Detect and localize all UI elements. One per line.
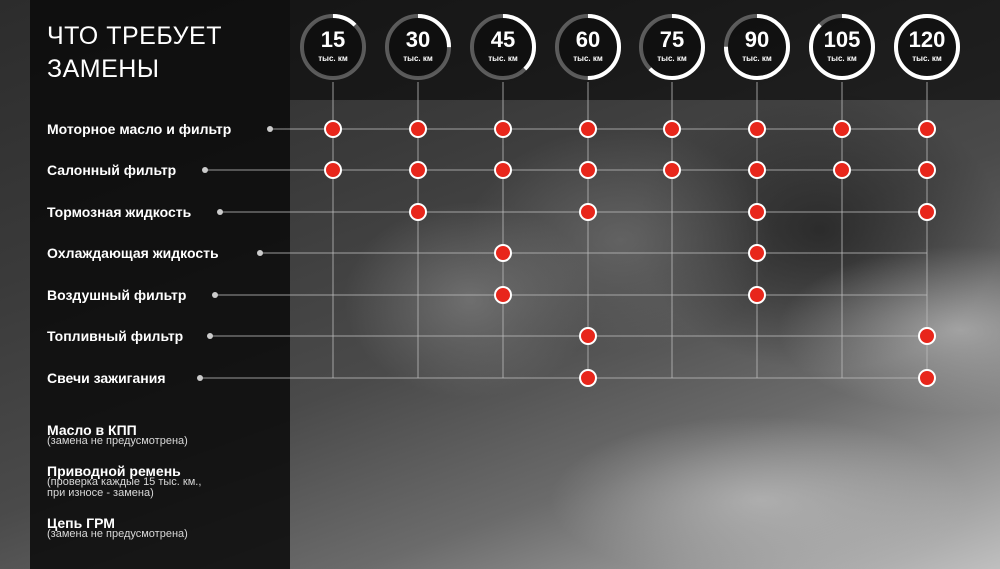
- replacement-marker: [579, 203, 597, 221]
- row-connector-dot: [217, 209, 223, 215]
- milestone-60: 60 тыс. км: [553, 12, 623, 82]
- ring-progress: [639, 14, 705, 80]
- milestone-value: 105: [823, 27, 861, 52]
- milestone-unit: тыс. км: [657, 54, 687, 63]
- row-connector-dot: [197, 375, 203, 381]
- replacement-marker: [494, 244, 512, 262]
- replacement-marker: [748, 244, 766, 262]
- row-connector-dot: [207, 333, 213, 339]
- replacement-marker: [918, 203, 936, 221]
- milestone-unit: тыс. км: [573, 54, 603, 63]
- page-title: ЧТО ТРЕБУЕТ ЗАМЕНЫ: [47, 22, 222, 83]
- progress-ring-icon: [470, 14, 536, 80]
- milestone-45: 45 тыс. км: [468, 12, 538, 82]
- replacement-marker: [748, 161, 766, 179]
- replacement-marker: [918, 369, 936, 387]
- milestone-unit: тыс. км: [827, 54, 857, 63]
- replacement-marker: [409, 161, 427, 179]
- row-label: Салонный фильтр: [47, 162, 177, 178]
- milestone-value: 45: [490, 27, 516, 52]
- left-panel: [30, 0, 290, 569]
- row-connector-dot: [257, 250, 263, 256]
- replacement-marker: [579, 369, 597, 387]
- ring-progress: [470, 14, 536, 80]
- replacement-marker: [748, 286, 766, 304]
- note-title: Масло в КПП: [47, 422, 137, 438]
- progress-ring-icon: [555, 14, 621, 80]
- row-label: Свечи зажигания: [47, 370, 166, 386]
- note-title: Приводной ремень: [47, 463, 181, 479]
- note-subtitle: (замена не предусмотрена): [47, 528, 188, 540]
- replacement-marker: [579, 327, 597, 345]
- row-connector-dot: [202, 167, 208, 173]
- replacement-marker: [409, 120, 427, 138]
- row-label: Воздушный фильтр: [47, 287, 187, 303]
- milestone-75: 75 тыс. км: [637, 12, 707, 82]
- progress-ring-icon: [724, 14, 790, 80]
- ring-progress: [809, 14, 875, 80]
- progress-ring-icon: [639, 14, 705, 80]
- milestone-30: 30 тыс. км: [383, 12, 453, 82]
- milestone-value: 120: [908, 27, 946, 52]
- milestone-unit: тыс. км: [403, 54, 433, 63]
- milestone-value: 15: [320, 27, 346, 52]
- row-connector-dot: [212, 292, 218, 298]
- replacement-marker: [494, 120, 512, 138]
- ring-progress: [385, 14, 451, 80]
- replacement-marker: [324, 161, 342, 179]
- milestone-105: 105 тыс. км: [807, 12, 877, 82]
- milestone-value: 75: [659, 27, 685, 52]
- milestone-unit: тыс. км: [318, 54, 348, 63]
- ring-progress: [300, 14, 366, 80]
- ring-progress: [724, 14, 790, 80]
- replacement-marker: [918, 120, 936, 138]
- ring-progress: [555, 14, 621, 80]
- replacement-marker: [833, 120, 851, 138]
- replacement-marker: [494, 161, 512, 179]
- milestone-15: 15 тыс. км: [298, 12, 368, 82]
- replacement-marker: [663, 161, 681, 179]
- progress-ring-icon: [809, 14, 875, 80]
- milestone-unit: тыс. км: [912, 54, 942, 63]
- replacement-marker: [833, 161, 851, 179]
- milestone-unit: тыс. км: [742, 54, 772, 63]
- progress-ring-icon: [894, 14, 960, 80]
- replacement-marker: [918, 161, 936, 179]
- row-label: Топливный фильтр: [47, 328, 184, 344]
- note-subtitle: (проверка каждые 15 тыс. км., при износе…: [47, 476, 202, 499]
- note-subtitle: (замена не предусмотрена): [47, 435, 188, 447]
- progress-ring-icon: [300, 14, 366, 80]
- progress-ring-icon: [385, 14, 451, 80]
- milestone-value: 60: [575, 27, 601, 52]
- row-label: Моторное масло и фильтр: [47, 121, 232, 137]
- replacement-marker: [663, 120, 681, 138]
- replacement-marker: [579, 161, 597, 179]
- row-label: Охлаждающая жидкость: [47, 245, 219, 261]
- replacement-marker: [494, 286, 512, 304]
- milestone-value: 90: [744, 27, 770, 52]
- replacement-marker: [579, 120, 597, 138]
- replacement-marker: [409, 203, 427, 221]
- milestone-value: 30: [405, 27, 431, 52]
- replacement-marker: [918, 327, 936, 345]
- replacement-marker: [748, 203, 766, 221]
- milestone-120: 120 тыс. км: [892, 12, 962, 82]
- note-title: Цепь ГРМ: [47, 515, 115, 531]
- replacement-marker: [324, 120, 342, 138]
- ring-progress: [894, 14, 960, 80]
- milestone-90: 90 тыс. км: [722, 12, 792, 82]
- milestone-unit: тыс. км: [488, 54, 518, 63]
- row-label: Тормозная жидкость: [47, 204, 192, 220]
- row-connector-dot: [267, 126, 273, 132]
- replacement-marker: [748, 120, 766, 138]
